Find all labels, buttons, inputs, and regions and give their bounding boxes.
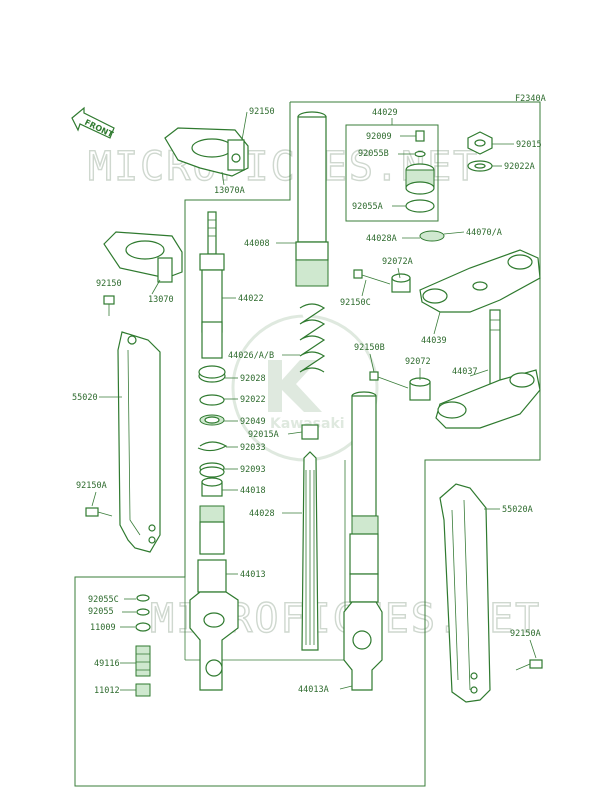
fork-cap-44029 bbox=[405, 163, 435, 195]
upper-clamp-13070a bbox=[164, 127, 249, 177]
lower-clamp-13070 bbox=[103, 231, 183, 283]
damper-rod-44022 bbox=[199, 211, 225, 359]
bolt-92150c bbox=[353, 269, 391, 285]
label-92072a: 92072A bbox=[382, 257, 413, 267]
label-92033: 92033 bbox=[240, 443, 266, 453]
part-92055c bbox=[136, 594, 150, 602]
fork-guard-55020 bbox=[117, 331, 161, 553]
label-92150b: 92150B bbox=[354, 343, 385, 353]
label-92072: 92072 bbox=[405, 357, 431, 367]
label-92055c: 92055C bbox=[88, 595, 119, 605]
outer-tube-44013a bbox=[343, 391, 383, 691]
label-11009: 11009 bbox=[90, 623, 116, 633]
label-92028: 92028 bbox=[240, 374, 266, 384]
part-92055b bbox=[414, 150, 426, 158]
label-44029: 44029 bbox=[372, 108, 398, 118]
part-92015a bbox=[301, 424, 319, 440]
label-44037: 44037 bbox=[452, 367, 478, 377]
label-92150-top: 92150 bbox=[249, 107, 275, 117]
part-92009 bbox=[415, 130, 425, 142]
label-11012: 11012 bbox=[94, 686, 120, 696]
label-92055: 92055 bbox=[88, 607, 114, 617]
label-92049: 92049 bbox=[240, 417, 266, 427]
label-44013a: 44013A bbox=[298, 685, 329, 695]
label-92015a: 92015A bbox=[248, 430, 279, 440]
label-13070a: 13070A bbox=[214, 186, 245, 196]
label-44070: 44070/A bbox=[466, 228, 502, 238]
label-92022a: 92022A bbox=[504, 162, 535, 172]
part-92055 bbox=[136, 608, 150, 616]
bolt-92150a-left bbox=[85, 507, 113, 517]
label-92150-left: 92150 bbox=[96, 279, 122, 289]
steering-stem-44037 bbox=[435, 309, 541, 429]
label-92055a: 92055A bbox=[352, 202, 383, 212]
logo-text: Kawasaki bbox=[270, 416, 345, 432]
label-92009: 92009 bbox=[366, 132, 392, 142]
bolt-92150a-right bbox=[515, 659, 543, 671]
label-44028: 44028 bbox=[249, 509, 275, 519]
spring-guide-44028 bbox=[301, 451, 319, 651]
part-92055a bbox=[405, 199, 435, 213]
fork-spring-44026 bbox=[299, 303, 326, 373]
part-11009 bbox=[135, 622, 151, 632]
label-44028a: 44028A bbox=[366, 234, 397, 244]
clamp-92072a bbox=[391, 273, 411, 293]
assembly-frame bbox=[74, 101, 541, 787]
part-11012 bbox=[135, 683, 151, 697]
label-92093: 92093 bbox=[240, 465, 266, 475]
label-92150c: 92150C bbox=[340, 298, 371, 308]
inner-tube-44008 bbox=[295, 111, 329, 287]
label-44013: 44013 bbox=[240, 570, 266, 580]
label-13070: 13070 bbox=[148, 295, 174, 305]
label-55020a: 55020A bbox=[502, 505, 533, 515]
label-49116: 49116 bbox=[94, 659, 120, 669]
part-49116 bbox=[135, 645, 151, 677]
front-arrow-icon: FRONT bbox=[71, 106, 115, 139]
kawasaki-logo: Kawasaki bbox=[231, 314, 379, 462]
label-44008: 44008 bbox=[244, 239, 270, 249]
label-44039: 44039 bbox=[421, 336, 447, 346]
upper-bracket-44039 bbox=[419, 249, 541, 313]
label-44026: 44026/A/B bbox=[228, 351, 274, 361]
fork-guard-55020a bbox=[439, 483, 491, 703]
label-44018: 44018 bbox=[240, 486, 266, 496]
label-92150a-right: 92150A bbox=[510, 629, 541, 639]
label-92150a-left: 92150A bbox=[76, 481, 107, 491]
nut-92015 bbox=[467, 131, 493, 155]
label-44022: 44022 bbox=[238, 294, 264, 304]
clamp-92072 bbox=[409, 377, 431, 401]
part-44028a bbox=[419, 230, 445, 242]
label-92055b: 92055B bbox=[358, 149, 389, 159]
diagram-code: F2340A bbox=[515, 94, 546, 104]
bolt-92150-left bbox=[103, 295, 115, 316]
label-92022: 92022 bbox=[240, 395, 266, 405]
outer-tube-44013 bbox=[189, 505, 239, 691]
part-92033 bbox=[197, 441, 228, 452]
label-92015: 92015 bbox=[516, 140, 542, 150]
label-55020: 55020 bbox=[72, 393, 98, 403]
part-92022 bbox=[199, 394, 225, 406]
